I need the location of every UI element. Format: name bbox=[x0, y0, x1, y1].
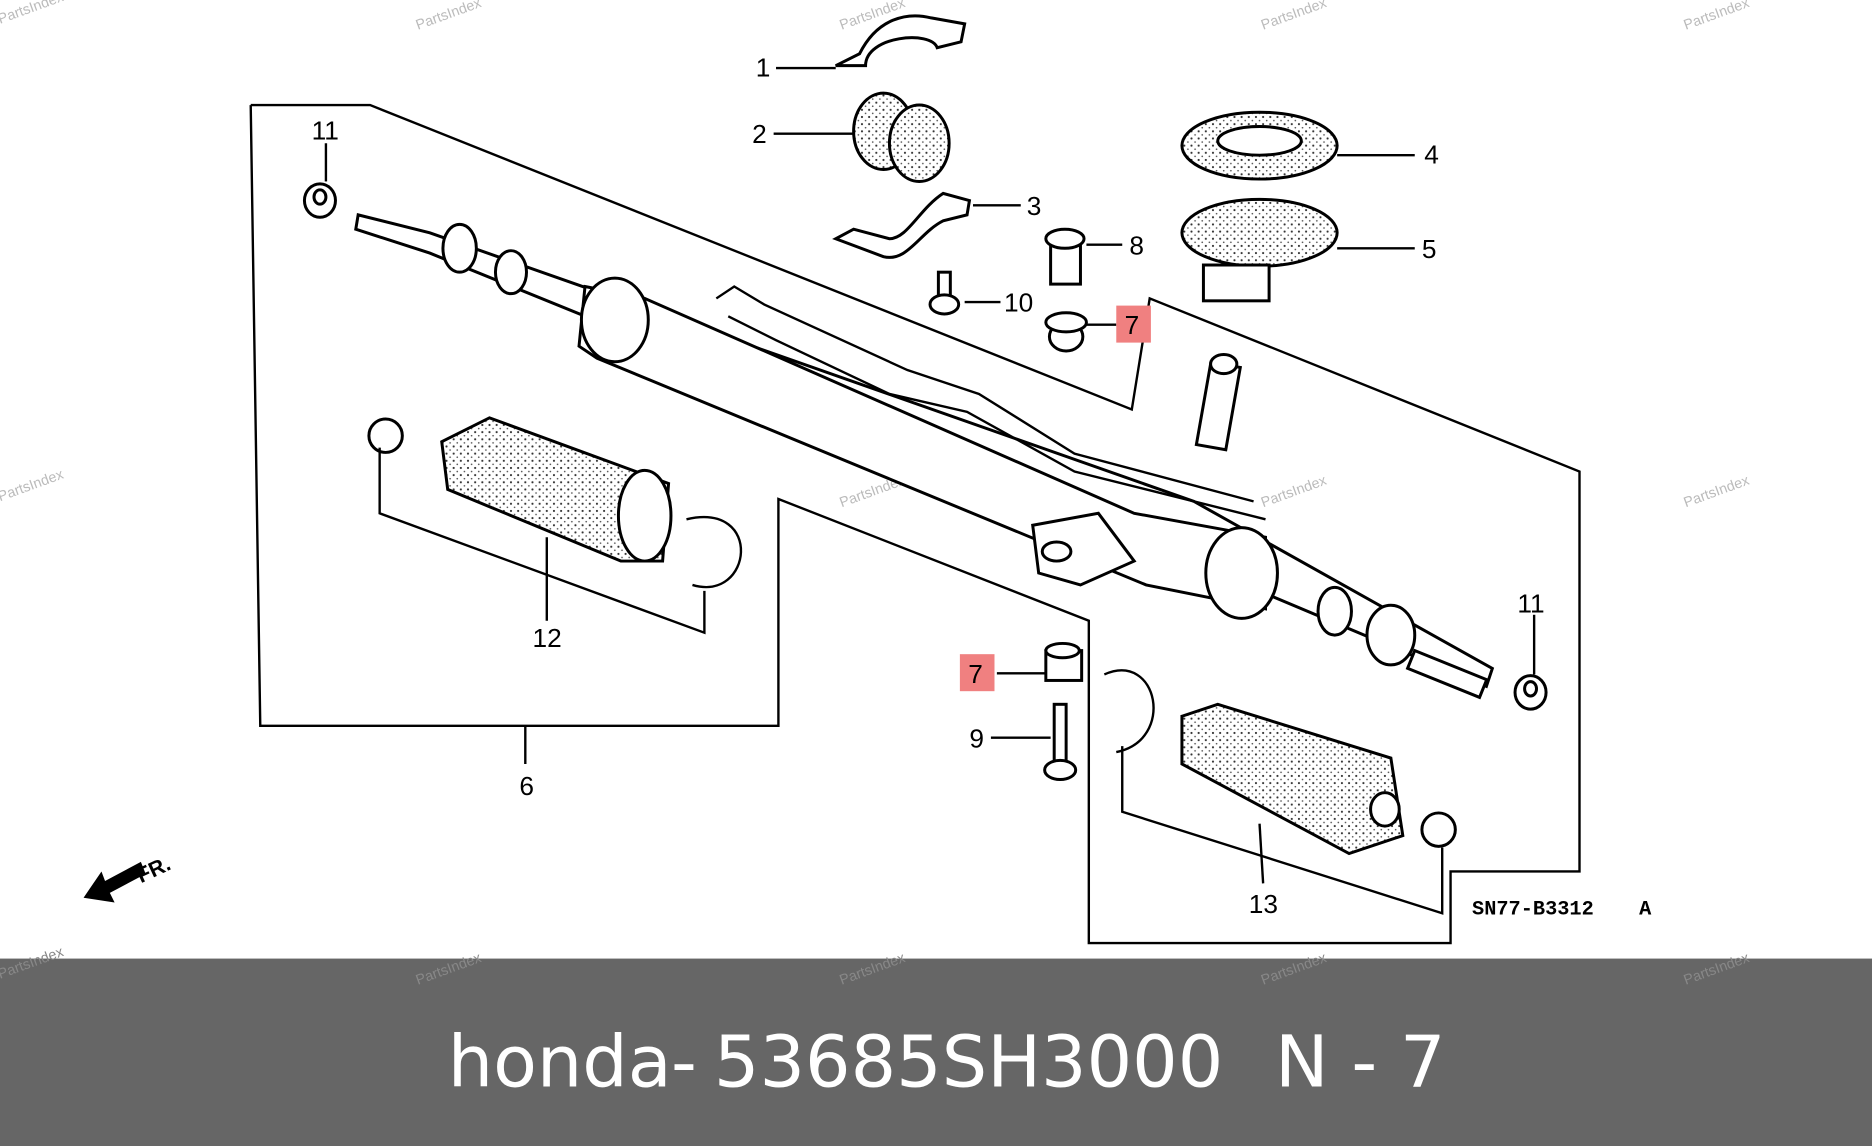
part-clamp-1 bbox=[835, 14, 967, 68]
part-bolt-9 bbox=[1043, 702, 1078, 782]
front-direction-arrow: FR. bbox=[83, 852, 174, 903]
part-boot-13 bbox=[1103, 669, 1457, 856]
highlight-callout-7-top bbox=[1116, 305, 1151, 343]
callout-10: 10 bbox=[1004, 288, 1033, 318]
callout-1: 1 bbox=[756, 52, 771, 82]
footer-brand: honda bbox=[448, 1020, 672, 1103]
highlight-callout-7-bottom bbox=[959, 654, 995, 692]
part-bushing-8 bbox=[1044, 227, 1086, 286]
diagram-code: SN77-B3312 bbox=[1472, 898, 1594, 921]
footer-position: N - 7 bbox=[1275, 1020, 1446, 1103]
callout-7-bottom[interactable]: 7 bbox=[968, 659, 983, 689]
part-clamp-3 bbox=[832, 191, 972, 259]
callout-9: 9 bbox=[969, 723, 984, 753]
direction-label: FR. bbox=[133, 852, 174, 888]
part-boot-12 bbox=[367, 416, 743, 589]
watermark-text: PartsIndex bbox=[1259, 0, 1329, 34]
watermark-text: PartsIndex bbox=[1682, 473, 1752, 511]
footer-caption: honda - 53685SH3000 N - 7 bbox=[448, 1020, 1446, 1103]
callout-13: 13 bbox=[1249, 889, 1278, 919]
diagram-revision: A bbox=[1639, 898, 1652, 921]
callout-7-top[interactable]: 7 bbox=[1125, 310, 1140, 340]
leader-lines bbox=[324, 66, 1536, 915]
callouts: 1 2 3 4 5 6 7 7 8 9 10 11 11 12 13 bbox=[312, 52, 1545, 919]
footer-part-number: 53685SH3000 bbox=[714, 1020, 1223, 1103]
footer-bar bbox=[0, 958, 1872, 1146]
part-ring-4 bbox=[1180, 110, 1339, 181]
callout-11-left: 11 bbox=[312, 116, 339, 146]
part-grommet-7-top bbox=[1044, 311, 1088, 353]
callout-3: 3 bbox=[1027, 191, 1042, 221]
watermark-text: PartsIndex bbox=[1682, 0, 1752, 34]
callout-5: 5 bbox=[1422, 234, 1437, 264]
steering-rack bbox=[354, 213, 1495, 700]
part-bushing-2 bbox=[852, 91, 951, 183]
watermark-text: PartsIndex bbox=[1259, 473, 1329, 511]
callout-8: 8 bbox=[1129, 230, 1144, 260]
callout-12: 12 bbox=[532, 623, 561, 653]
part-nut-11-right bbox=[1513, 674, 1548, 711]
callout-4: 4 bbox=[1424, 140, 1439, 170]
watermark-text: PartsIndex bbox=[414, 0, 484, 34]
callout-2: 2 bbox=[752, 119, 767, 149]
watermark-text: PartsIndex bbox=[0, 467, 66, 505]
part-grommet-7-bottom bbox=[1044, 641, 1084, 682]
part-nut-11-left bbox=[302, 182, 337, 219]
assembly-outline bbox=[249, 103, 1581, 945]
callout-6: 6 bbox=[519, 771, 534, 801]
callout-11-right: 11 bbox=[1517, 588, 1544, 618]
part-mount-5 bbox=[1180, 197, 1339, 303]
footer-separator: - bbox=[671, 1020, 697, 1103]
watermark-text: PartsIndex bbox=[0, 0, 66, 28]
part-bolt-10 bbox=[928, 270, 961, 316]
